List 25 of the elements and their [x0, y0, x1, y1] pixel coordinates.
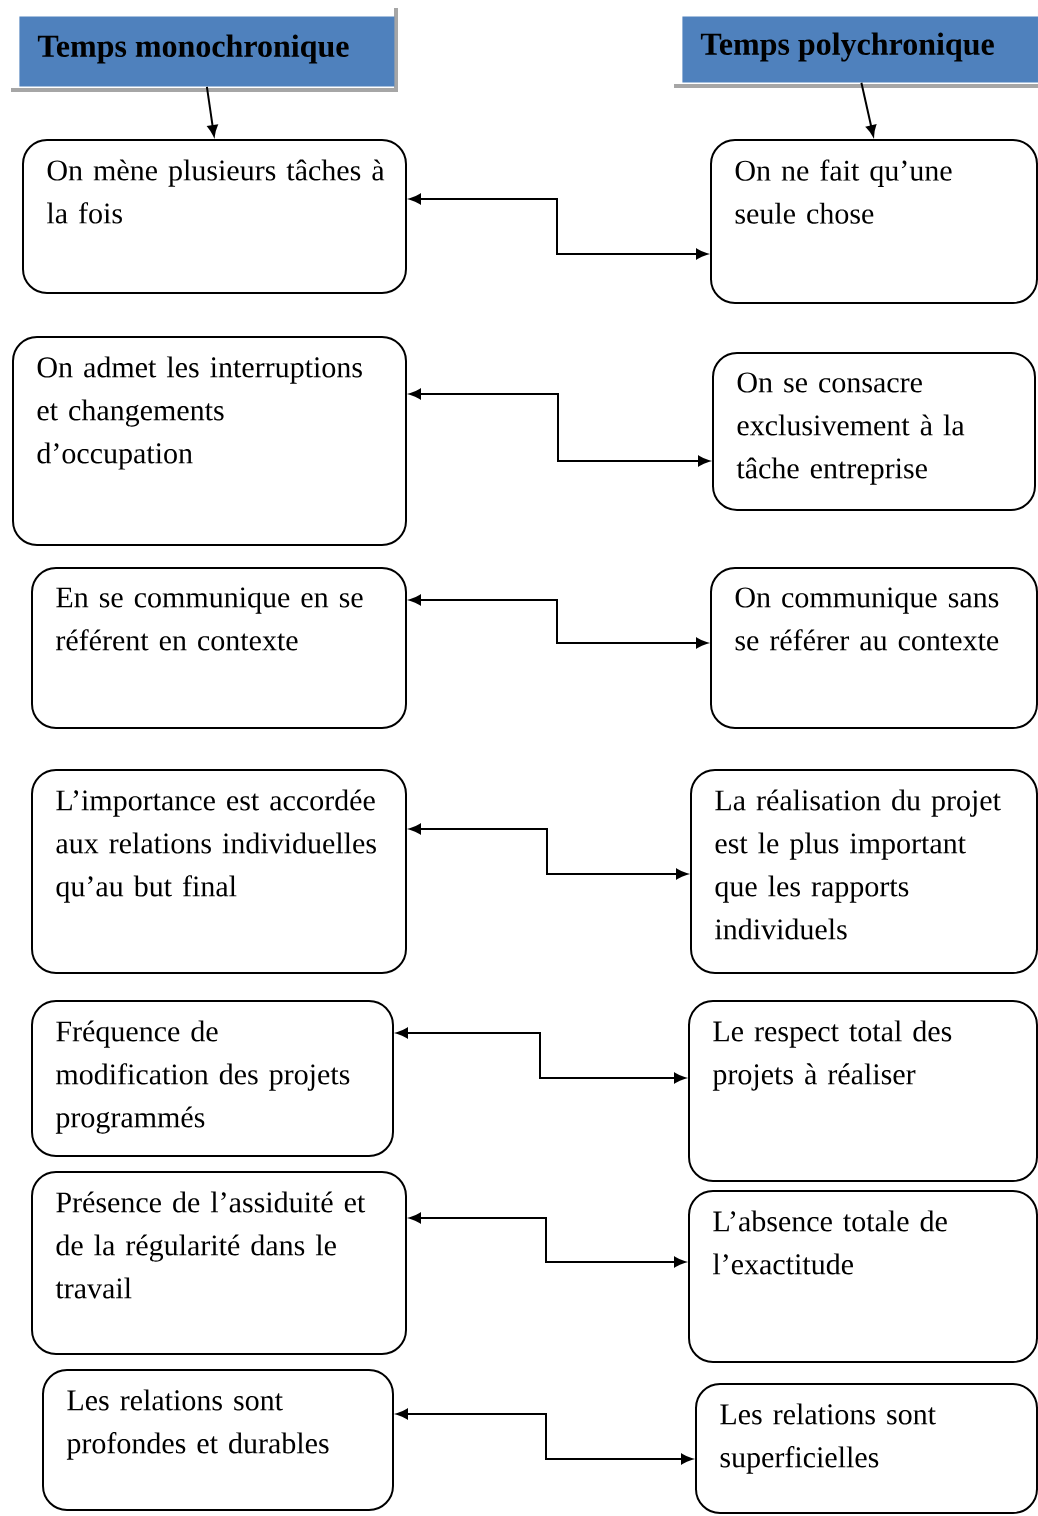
text-box: La réalisation du projet est le plus important que les rapports individuels — [690, 769, 1038, 974]
arrow — [409, 823, 688, 880]
text-box: Les relations sont superficielles — [695, 1383, 1038, 1514]
heading-box: Temps monochronique — [11, 8, 398, 92]
arrow — [409, 594, 708, 649]
text-box: On ne fait qu’une seule chose — [710, 139, 1038, 304]
text-box: Les relations sont profondes et durables — [42, 1369, 394, 1511]
arrow — [860, 81, 877, 137]
text-box: L’absence totale de l’exactitude — [688, 1190, 1038, 1363]
text-box: Le respect total des projets à réaliser — [688, 1000, 1038, 1182]
heading-box: Temps polychronique — [674, 8, 1038, 88]
arrow — [396, 1408, 693, 1465]
text-box: On se consacre exclusivement à la tâche entreprise — [712, 352, 1036, 511]
text-box: L’importance est accordée aux relations individuelles qu’au but final — [31, 769, 407, 974]
arrow — [396, 1027, 686, 1084]
text-box: On admet les interruptions et changements d’occupation — [12, 336, 407, 546]
text-box: Présence de l’assiduité et de la régularité dans le travail — [31, 1171, 407, 1355]
text-box: On mène plusieurs tâches à la fois — [22, 139, 407, 294]
arrow — [409, 388, 710, 467]
arrow — [205, 85, 218, 137]
arrow — [409, 1212, 686, 1268]
text-box: On communique sans se référer au contexte — [710, 567, 1038, 729]
text-box: Fréquence de modification des projets programmés — [31, 1000, 394, 1157]
arrow — [409, 193, 708, 260]
text-box: En se communique en se référent en contexte — [31, 567, 407, 729]
